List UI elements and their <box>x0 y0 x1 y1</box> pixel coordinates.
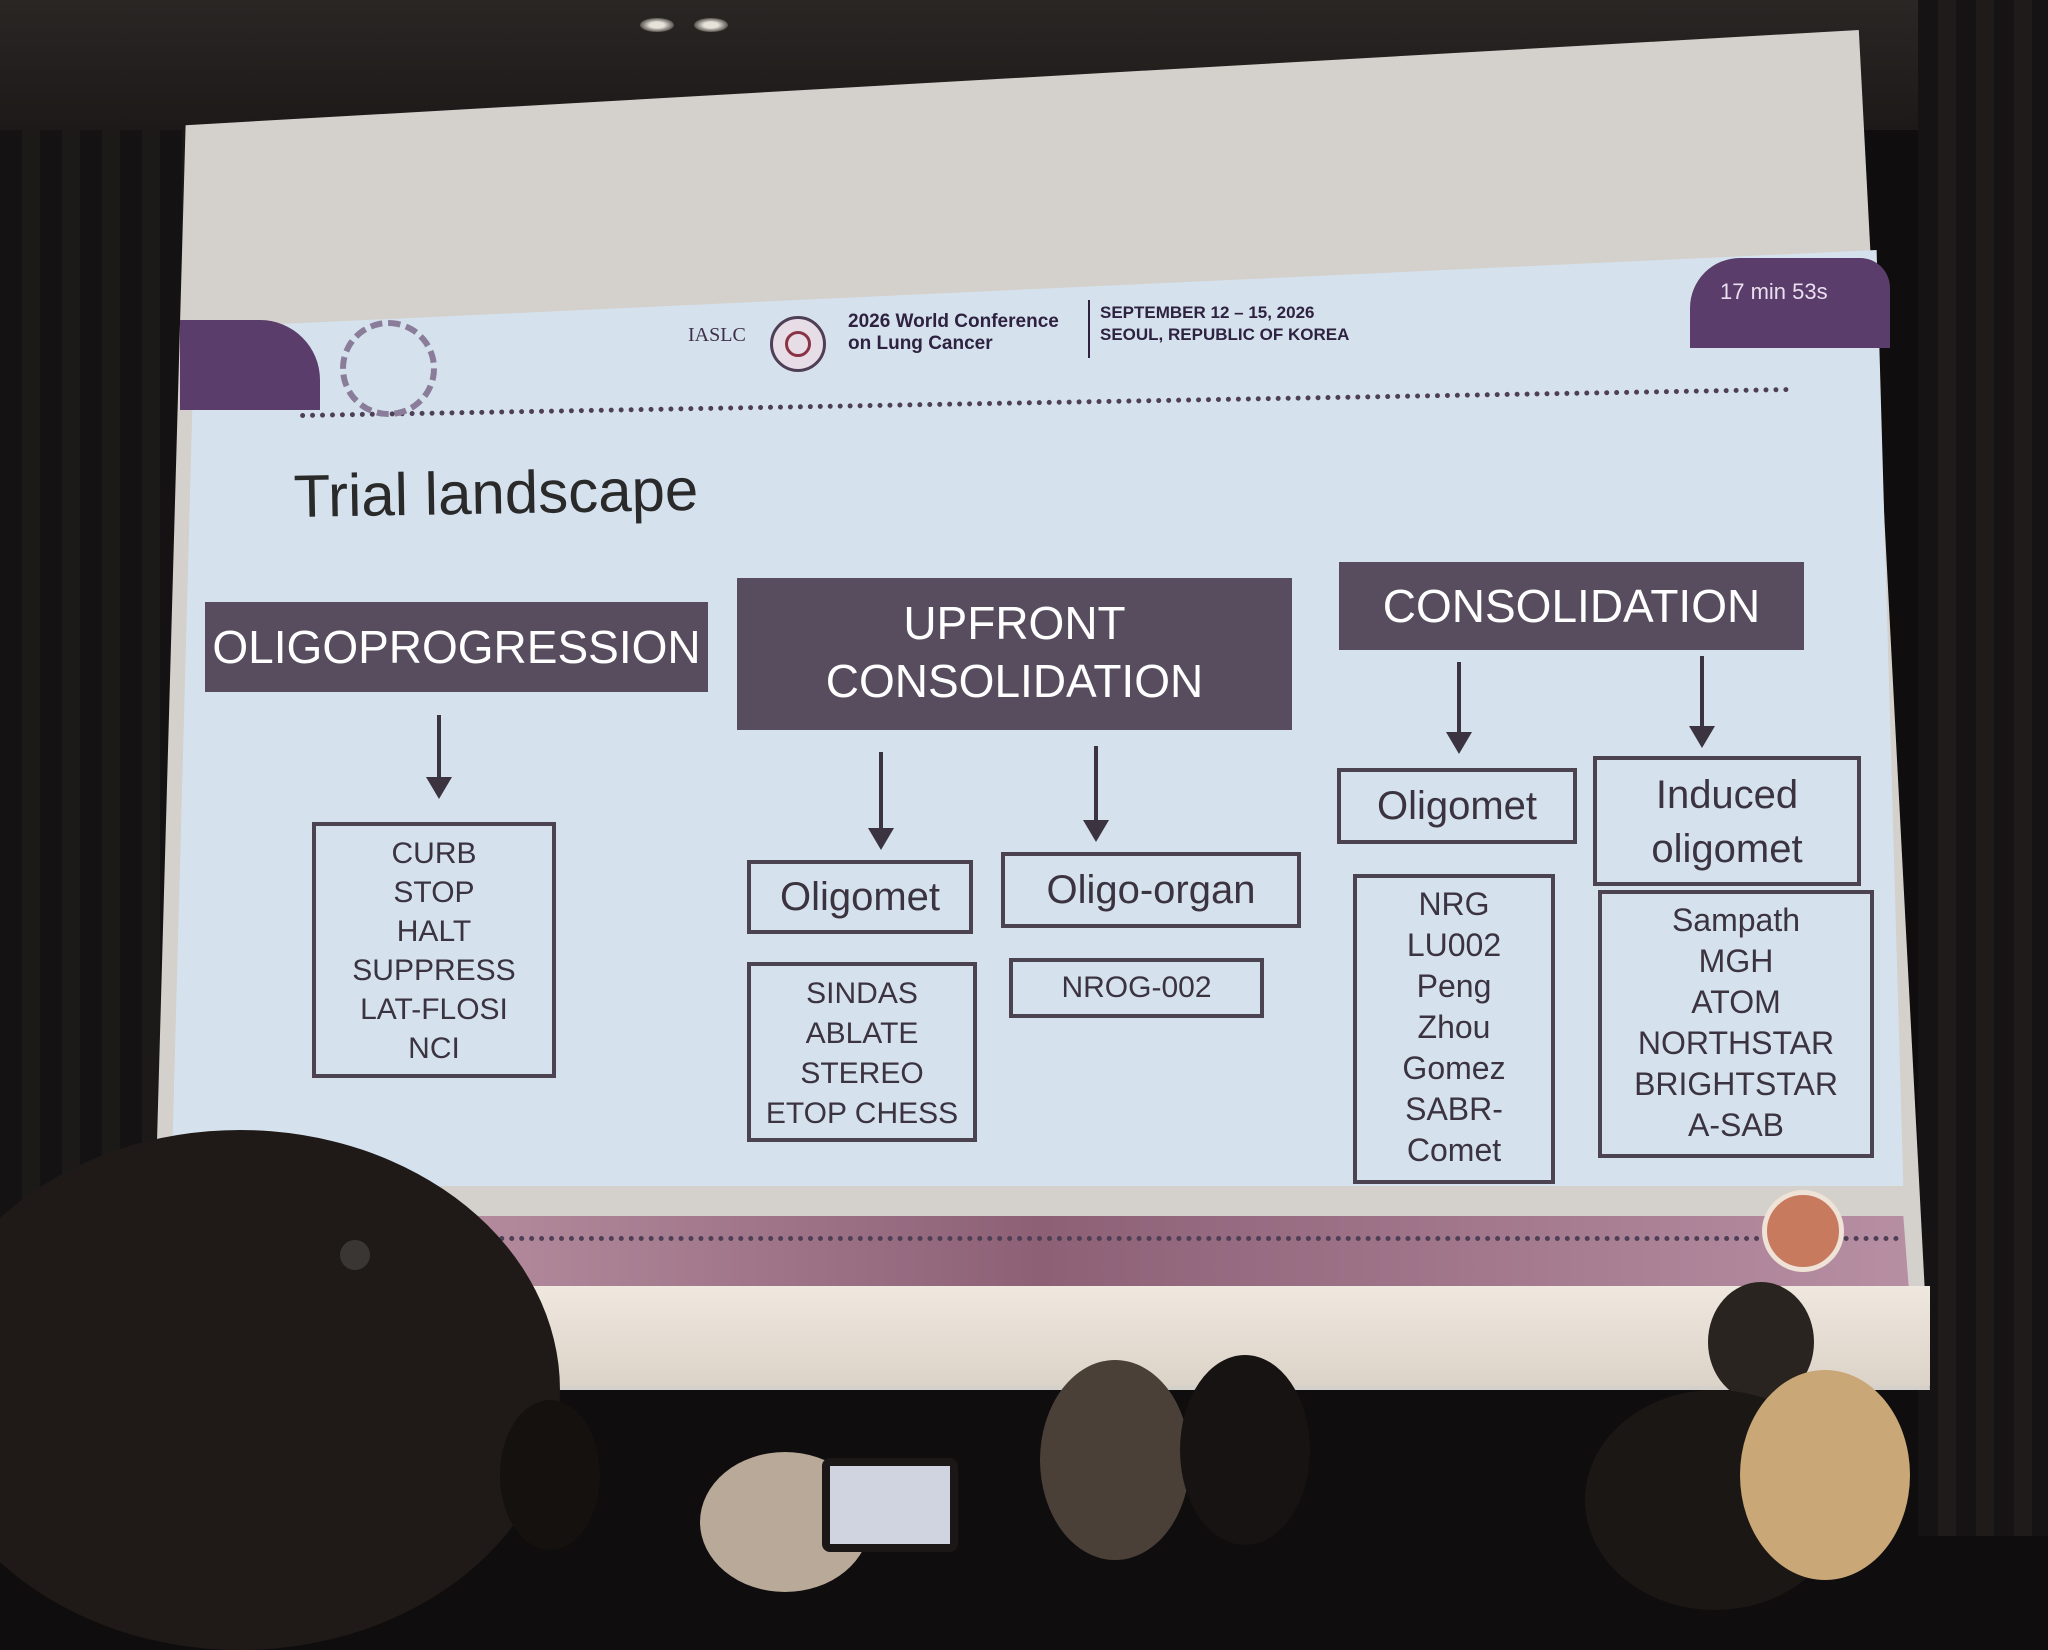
header-decoration <box>180 320 320 410</box>
ceiling-light <box>640 18 674 32</box>
trial-list-oligo-organ: NROG-002 <box>1009 958 1264 1018</box>
trial-name: SABR- <box>1405 1091 1503 1127</box>
category-consolidation: CONSOLIDATION <box>1339 562 1804 650</box>
arrow-down-icon <box>868 752 894 850</box>
slide-title: Trial landscape <box>293 455 699 530</box>
trial-name: NCI <box>408 1032 460 1065</box>
trial-name: Peng <box>1416 968 1492 1004</box>
header-ring-decoration <box>340 320 437 417</box>
curtain-right <box>1918 0 2048 1536</box>
header-divider <box>1088 300 1090 358</box>
trial-name: NROG-002 <box>1061 971 1212 1004</box>
conference-seal-icon <box>770 316 826 372</box>
audience-head <box>1180 1355 1310 1545</box>
trial-name: NORTHSTAR <box>1637 1025 1835 1061</box>
iaslc-logo-text: IASLC <box>688 324 746 346</box>
conference-name-line: 2026 World Conference <box>848 311 1059 332</box>
trial-name: A-SAB <box>1687 1107 1785 1143</box>
subcategory-oligomet-consolidation: Oligomet <box>1337 768 1577 844</box>
subcategory-line: oligomet <box>1651 827 1803 871</box>
subcategory-oligomet-upfront: Oligomet <box>747 860 973 934</box>
trial-name: Comet <box>1406 1132 1502 1168</box>
arrow-down-icon <box>1083 746 1109 842</box>
conference-date: SEPTEMBER 12 – 15, 2026 <box>1100 303 1315 322</box>
trial-name: ATOM <box>1691 984 1781 1020</box>
trial-name: NRG <box>1418 886 1490 922</box>
trial-name: STOP <box>393 876 475 909</box>
conference-location: SEOUL, REPUBLIC OF KOREA <box>1100 325 1350 344</box>
ceiling-light <box>694 18 728 32</box>
arrow-down-icon <box>426 715 452 799</box>
trial-name: LAT-FLOSI <box>360 993 508 1026</box>
trial-name: Gomez <box>1402 1050 1506 1086</box>
trial-name: HALT <box>396 915 472 948</box>
arrow-down-icon <box>1689 656 1715 748</box>
trial-list-oligomet-upfront: SINDAS ABLATE STEREO ETOP CHESS <box>747 962 977 1142</box>
audience-head <box>1040 1360 1190 1560</box>
trial-list-oligoprogression: CURB STOP HALT SUPPRESS LAT-FLOSI NCI <box>312 822 556 1078</box>
session-timer: 17 min 53s <box>1720 279 1828 304</box>
subcategory-induced-oligomet: Induced oligomet <box>1593 756 1861 886</box>
trial-name: ABLATE <box>805 1017 919 1050</box>
footer-dotted-line <box>330 1236 1900 1241</box>
conference-name: 2026 World Conference on Lung Cancer <box>848 311 1059 355</box>
trial-list-induced-oligomet: Sampath MGH ATOM NORTHSTAR BRIGHTSTAR A-… <box>1598 890 1874 1158</box>
trial-name: ETOP CHESS <box>765 1097 959 1130</box>
conference-name-line: on Lung Cancer <box>848 333 993 354</box>
trial-name: CURB <box>391 837 477 870</box>
category-line: UPFRONT <box>903 597 1126 649</box>
trial-name: STEREO <box>800 1057 924 1090</box>
conference-dates: SEPTEMBER 12 – 15, 2026 SEOUL, REPUBLIC … <box>1100 302 1349 346</box>
category-oligoprogression: OLIGOPROGRESSION <box>205 602 708 692</box>
trial-name: SUPPRESS <box>352 954 516 987</box>
trial-name: SINDAS <box>806 977 918 1010</box>
trial-name: LU002 <box>1406 927 1502 963</box>
subcategory-line: Induced <box>1655 773 1799 817</box>
category-upfront-consolidation: UPFRONT CONSOLIDATION <box>737 578 1292 730</box>
arrow-down-icon <box>1446 662 1472 754</box>
trial-list-oligomet-consolidation: NRG LU002 Peng Zhou Gomez SABR- Comet <box>1353 874 1555 1184</box>
subcategory-oligo-organ: Oligo-organ <box>1001 852 1301 928</box>
trial-name: Sampath <box>1671 902 1801 938</box>
microphone <box>340 1240 370 1270</box>
timer-decoration <box>1690 258 1890 348</box>
trial-name: MGH <box>1698 943 1774 979</box>
category-line: CONSOLIDATION <box>825 655 1204 707</box>
audience-head <box>1740 1370 1910 1580</box>
trial-name: Zhou <box>1417 1009 1491 1045</box>
phone-screen <box>822 1458 958 1552</box>
slide-circle-decoration <box>1762 1190 1844 1272</box>
trial-name: BRIGHTSTAR <box>1634 1066 1838 1102</box>
audience-head <box>500 1400 600 1550</box>
